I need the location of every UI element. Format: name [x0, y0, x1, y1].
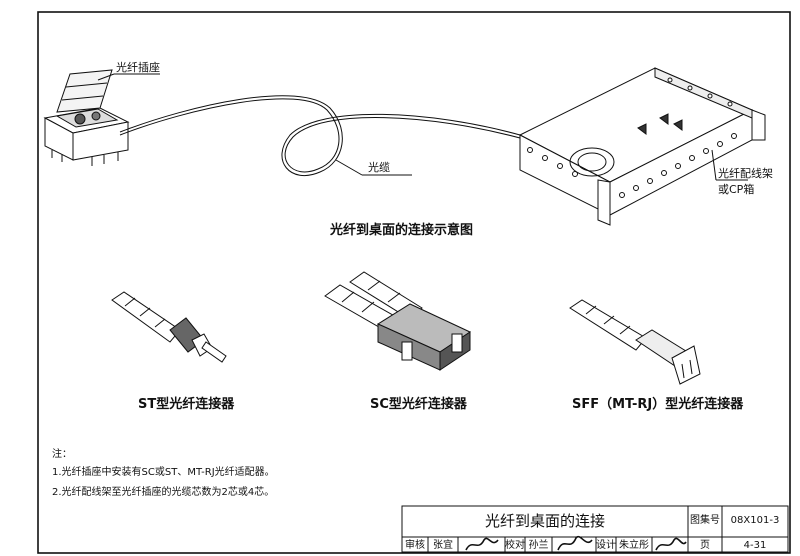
main-diagram-caption: 光纤到桌面的连接示意图 — [330, 223, 474, 238]
sheet-border — [37, 11, 791, 554]
title-block-review-label: 审核 — [405, 540, 425, 551]
label-patch-panel-line1: 光纤配线架 — [718, 167, 773, 180]
title-block-page-no: 4-31 — [743, 540, 767, 551]
signature-designer — [655, 537, 687, 551]
title-block-check-name: 孙兰 — [528, 540, 549, 551]
title-block-review-name: 张宜 — [433, 540, 453, 551]
title-block-design-name: 朱立彤 — [619, 540, 649, 551]
signature-reviewer — [465, 537, 499, 551]
st-connector-illustration — [111, 291, 227, 363]
title-block-check-label: 校对 — [505, 540, 525, 551]
st-connector-caption: ST型光纤连接器 — [138, 397, 235, 412]
sc-connector-illustration — [324, 271, 472, 371]
sff-connector-caption: SFF（MT-RJ）型光纤连接器 — [572, 397, 744, 412]
fiber-cable-illustration — [119, 95, 521, 177]
title-block-design-label: 设计 — [596, 540, 616, 551]
patch-panel-illustration — [518, 67, 766, 226]
title-block-atlas-no: 08X101-3 — [730, 515, 780, 526]
label-patch-panel-line2: 或CP箱 — [718, 183, 755, 196]
label-fiber-outlet: 光纤插座 — [116, 61, 160, 74]
mtrj-connector-illustration — [569, 299, 701, 385]
sc-connector-caption: SC型光纤连接器 — [370, 397, 467, 412]
note-item-1: 1.光纤插座中安装有SC或ST、MT-RJ光纤适配器。 — [52, 467, 275, 478]
label-fiber-cable: 光缆 — [368, 161, 390, 174]
title-block-grid — [401, 505, 789, 553]
title-block-atlas-label: 图集号 — [690, 515, 720, 526]
notes-heading: 注： — [52, 449, 72, 460]
title-block-page-label: 页 — [700, 540, 710, 551]
signature-checker — [557, 535, 593, 551]
note-item-2: 2.光纤配线架至光纤插座的光缆芯数为2芯或4芯。 — [52, 487, 275, 498]
title-block-title: 光纤到桌面的连接 — [484, 512, 605, 530]
signatures — [465, 535, 687, 551]
fiber-outlet-illustration — [43, 69, 160, 166]
